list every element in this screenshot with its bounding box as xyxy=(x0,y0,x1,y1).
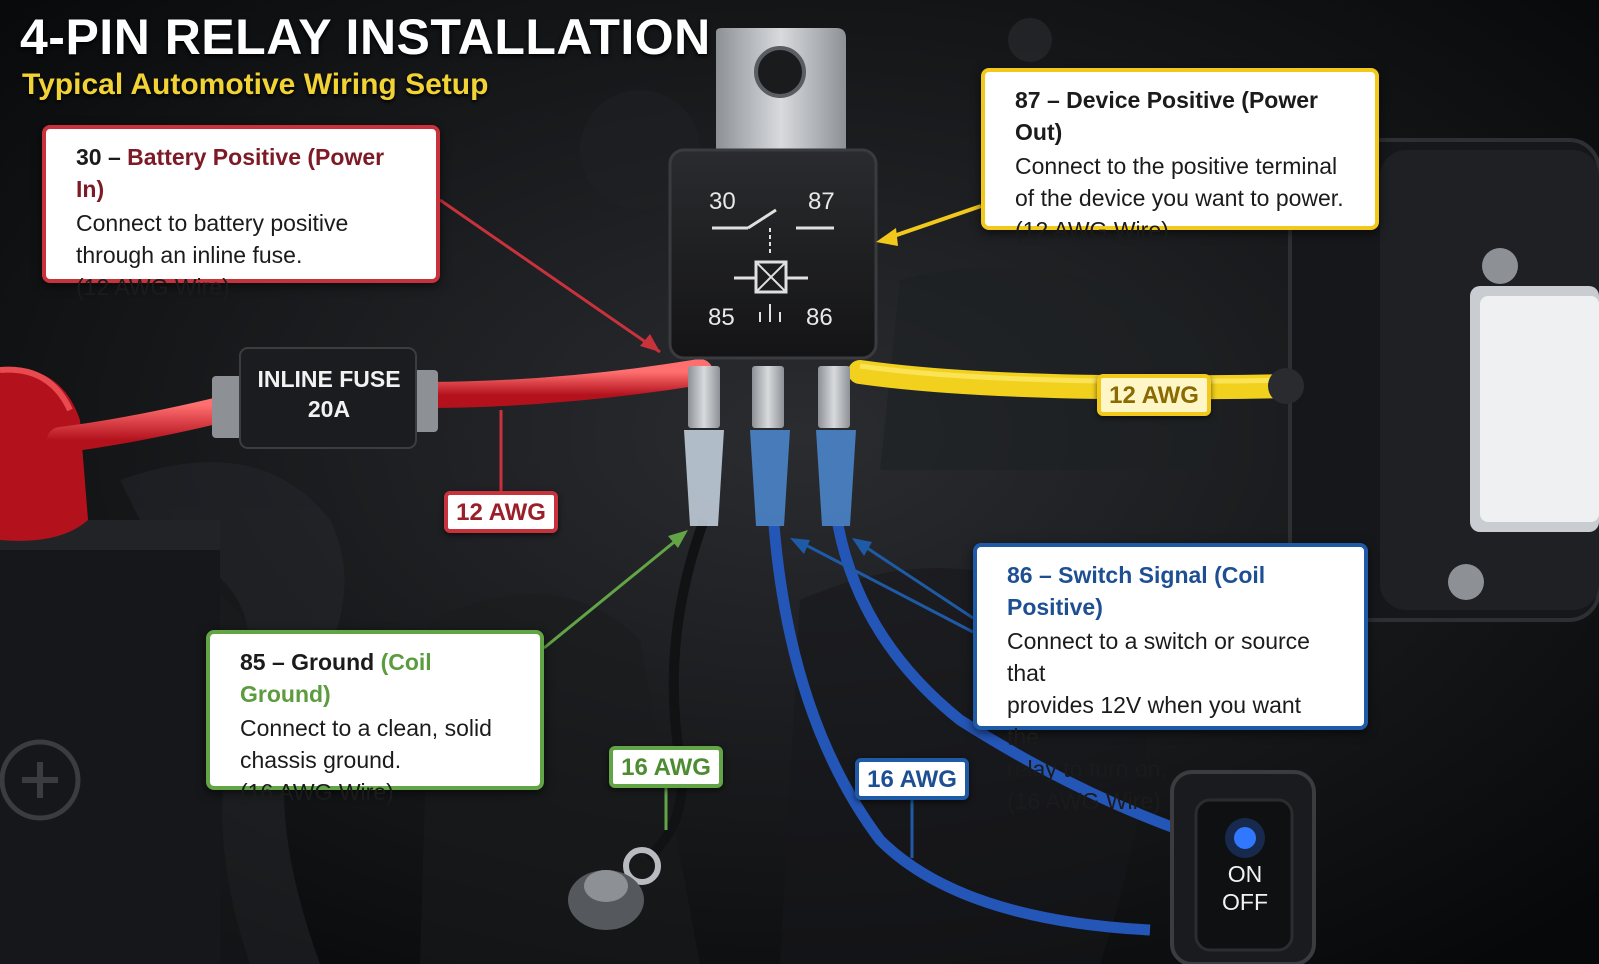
callout-pin-87-name: Device Positive (Power Out) xyxy=(1015,87,1318,145)
battery xyxy=(0,520,220,964)
callout-pin-30-line: Connect to battery positive xyxy=(76,207,408,239)
callout-pin-85-number: 85 – Ground xyxy=(240,649,374,675)
relay-bracket xyxy=(716,28,846,150)
callout-pin-30-name: Battery Positive (Power In) xyxy=(76,144,384,202)
relay-pin-85-label: 85 xyxy=(708,304,735,332)
callout-pin-86-number: 86 – xyxy=(1007,562,1052,588)
callout-pin-86-line: provides 12V when you want the xyxy=(1007,689,1336,753)
callout-pin-30: 30 – Battery Positive (Power In) Connect… xyxy=(42,125,440,283)
callout-pin-30-heading: 30 – Battery Positive (Power In) xyxy=(76,141,408,205)
page-subtitle: Typical Automotive Wiring Setup xyxy=(22,68,488,102)
callout-pin-86-line: (16 AWG Wire) xyxy=(1007,785,1336,817)
callout-pin-87: 87 – Device Positive (Power Out) Connect… xyxy=(981,68,1379,230)
callout-pin-85-line: chassis ground. xyxy=(240,744,512,776)
fuse-label: INLINE FUSE 20A xyxy=(246,364,412,424)
wire-tag-yellow: 12 AWG xyxy=(1097,374,1211,416)
callout-pin-86-line: Connect to a switch or source that xyxy=(1007,625,1336,689)
callout-pin-87-number: 87 – xyxy=(1015,87,1060,113)
callout-pin-87-line: (12 AWG Wire) xyxy=(1015,214,1347,246)
callout-pin-86: 86 – Switch Signal (Coil Positive) Conne… xyxy=(973,543,1368,730)
callout-pin-85: 85 – Ground (Coil Ground) Connect to a c… xyxy=(206,630,544,790)
callout-pin-30-line: (12 AWG Wire) xyxy=(76,271,408,303)
switch-label: ON OFF xyxy=(1206,860,1284,916)
relay-terminals xyxy=(684,366,856,526)
switch-off-label: OFF xyxy=(1206,888,1284,916)
callout-pin-86-line: relay to turn on. xyxy=(1007,753,1336,785)
wire-tag-blue: 16 AWG xyxy=(855,758,969,800)
callout-pin-30-number: 30 – xyxy=(76,144,121,170)
page-title: 4-PIN RELAY INSTALLATION xyxy=(20,8,711,66)
callout-pin-86-heading: 86 – Switch Signal (Coil Positive) xyxy=(1007,559,1336,623)
wire-tag-red: 12 AWG xyxy=(444,491,558,533)
fuse-label-line2: 20A xyxy=(246,394,412,424)
callout-pin-87-heading: 87 – Device Positive (Power Out) xyxy=(1015,84,1347,148)
fuse-label-line1: INLINE FUSE xyxy=(246,364,412,394)
callout-pin-87-line: Connect to the positive terminal xyxy=(1015,150,1347,182)
wire-tag-green: 16 AWG xyxy=(609,746,723,788)
callout-pin-85-line: Connect to a clean, solid xyxy=(240,712,512,744)
callout-pin-85-heading: 85 – Ground (Coil Ground) xyxy=(240,646,512,710)
callout-pin-85-line: (16 AWG Wire) xyxy=(240,776,512,808)
relay-body xyxy=(670,150,876,358)
switch-on-label: ON xyxy=(1206,860,1284,888)
relay-pin-30-label: 30 xyxy=(709,188,736,216)
callout-pin-30-line: through an inline fuse. xyxy=(76,239,408,271)
relay-pin-87-label: 87 xyxy=(808,188,835,216)
relay-pin-86-label: 86 xyxy=(806,304,833,332)
callout-pin-87-line: of the device you want to power. xyxy=(1015,182,1347,214)
